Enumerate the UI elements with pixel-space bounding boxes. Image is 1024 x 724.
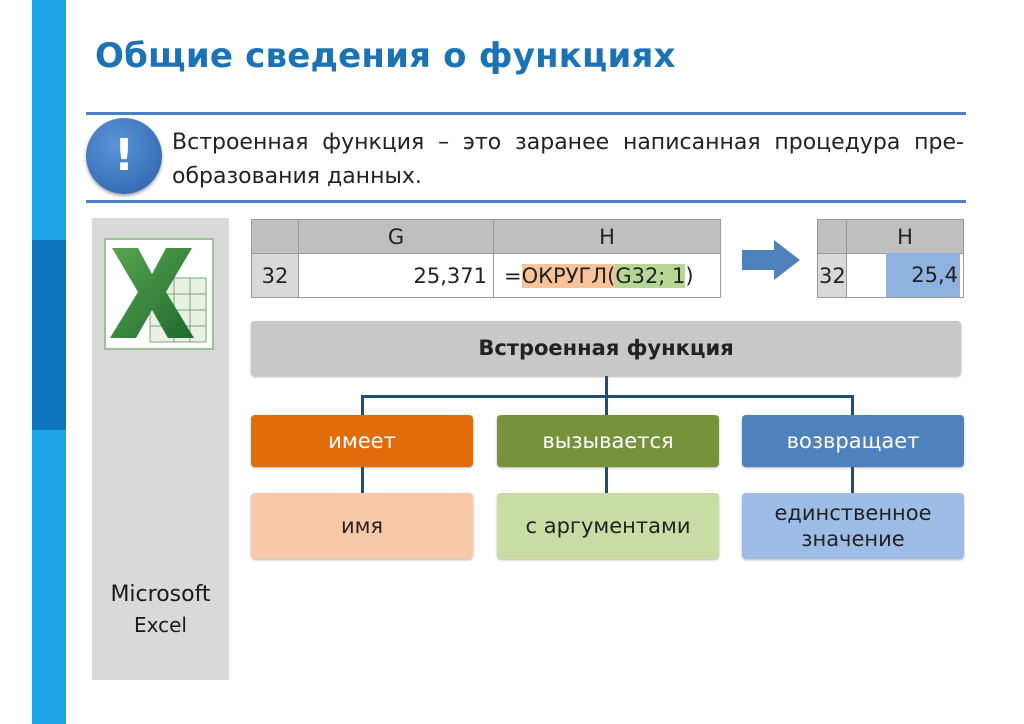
branch-has-box: имеет — [251, 415, 473, 467]
branch-arguments-box: с аргументами — [497, 493, 719, 559]
formula-equals: = — [504, 264, 522, 288]
connector-branch-2 — [605, 395, 608, 415]
formula-close: ) — [685, 264, 694, 288]
left-accent-bar-highlight — [32, 240, 66, 430]
connector-sub-1 — [361, 467, 364, 493]
excel-label: Excel — [134, 613, 187, 637]
divider-bottom — [86, 200, 966, 203]
connector-branch-1 — [361, 395, 364, 415]
branch-returns-box: возвращает — [742, 415, 964, 467]
excel-logo-icon — [104, 238, 214, 350]
row-header-32-right: 32 — [817, 253, 847, 298]
divider-top — [86, 112, 966, 115]
formula-arguments: G32; 1 — [615, 264, 686, 288]
connector-sub-3 — [851, 467, 854, 493]
microsoft-label: Microsoft — [110, 582, 211, 607]
page-title: Общие сведения о функциях — [95, 36, 676, 76]
branch-single-value-box: единственное значение — [742, 493, 964, 559]
column-header-h-right: H — [846, 219, 964, 254]
right-arrow-icon — [742, 240, 800, 280]
diagram-root-box: Встроенная функция — [251, 321, 961, 376]
cell-h32-formula: =ОКРУГЛ(G32; 1) — [493, 253, 721, 298]
branch-name-box: имя — [251, 493, 473, 559]
corner-cell-right — [817, 219, 847, 254]
microsoft-excel-label: Microsoft Excel — [92, 580, 229, 640]
formula-function-name: ОКРУГЛ( — [521, 264, 616, 288]
row-header-32: 32 — [251, 253, 299, 298]
branch-called-box: вызывается — [497, 415, 719, 467]
cell-g32: 25,371 — [298, 253, 494, 298]
definition-text: Встроенная функция – это заранее написан… — [172, 130, 964, 189]
connector-root — [605, 376, 608, 396]
cell-h32-result: 25,4 — [911, 263, 958, 287]
corner-cell — [251, 219, 299, 254]
exclamation-icon: ! — [86, 118, 162, 194]
result-highlight — [886, 253, 960, 297]
column-header-g: G — [298, 219, 494, 254]
column-header-h: H — [493, 219, 721, 254]
connector-branch-3 — [851, 395, 854, 415]
connector-sub-2 — [605, 467, 608, 493]
